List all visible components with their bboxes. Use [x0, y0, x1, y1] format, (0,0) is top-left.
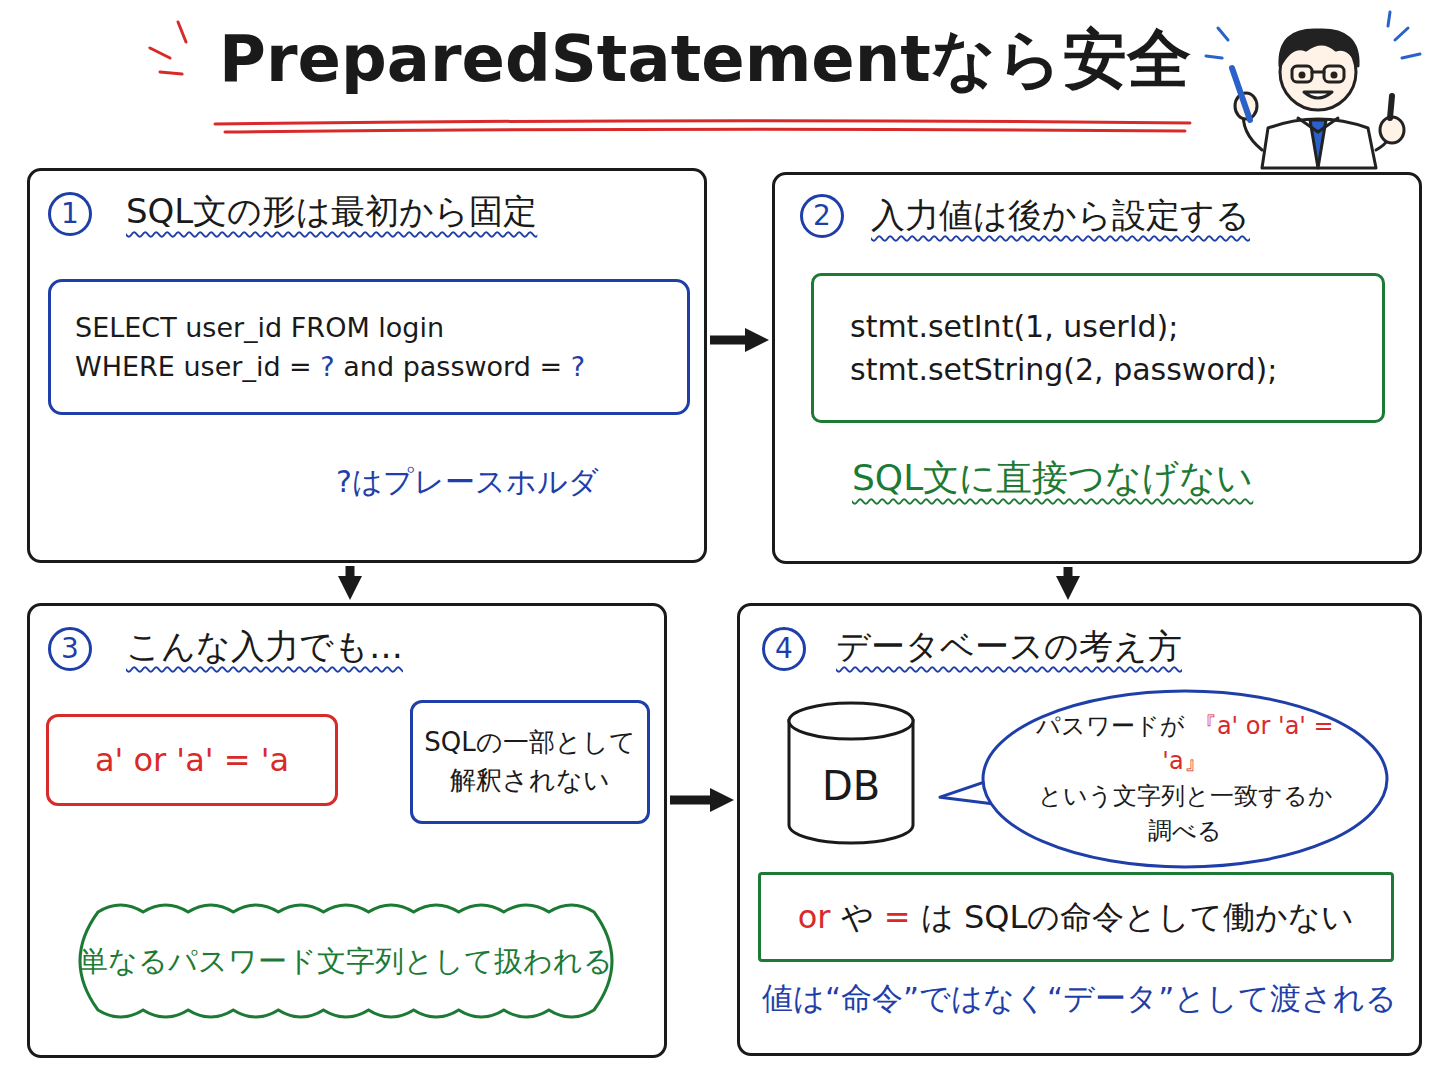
step-panel: SQL文の形は最初から固定 SELECT user_id FROM loginWH… [27, 168, 707, 563]
panel-heading: こんな入力でも… [126, 624, 403, 670]
panel-heading: 入力値は後から設定する [871, 193, 1250, 239]
teacher-illustration [1232, 30, 1404, 168]
node-text: stmt.setInt(1, userId); [850, 305, 1178, 349]
step-panel: 入力値は後から設定する stmt.setInt(1, userId);stmt.s… [772, 172, 1422, 564]
code-box: stmt.setInt(1, userId);stmt.setString(2,… [811, 273, 1385, 423]
code-box: SELECT user_id FROM loginWHERE user_id =… [48, 279, 690, 415]
placeholder-note: ?はプレースホルダ [336, 462, 599, 501]
page-title: PreparedStatementなら安全 [200, 18, 1210, 101]
node-text: SQLの一部として 解釈されない [423, 724, 637, 799]
panel-heading: データベースの考え方 [836, 624, 1182, 670]
rule-box: or や = は SQLの命令として働かない [758, 872, 1394, 962]
node-text: or や = は SQLの命令として働かない [798, 894, 1355, 940]
panel-heading: SQL文の形は最初から固定 [126, 189, 537, 235]
emphasis-ticks [1206, 12, 1420, 58]
node-text: stmt.setString(2, password); [850, 348, 1277, 392]
step-panel: こんな入力でも… a' or 'a' = 'a SQLの一部として 解釈されない単な… [27, 603, 667, 1058]
speech-bubble: パスワードが 『a' or 'a' = 'a』 という文字列と一致するか 調べる [980, 688, 1390, 870]
summary-note: 値は“命令”ではなく“データ”として渡される [762, 978, 1397, 1018]
flow-arrow [710, 336, 745, 345]
input-box: a' or 'a' = 'a [46, 714, 338, 806]
callout-number: 3 [48, 627, 92, 671]
emphasis-ticks [150, 22, 186, 74]
note-box: SQLの一部として 解釈されない [410, 700, 650, 824]
node-text: a' or 'a' = 'a [95, 737, 289, 783]
flow-arrow [670, 796, 710, 805]
flow-arrow [346, 566, 355, 576]
database-cylinder: DB [786, 701, 916, 843]
flow-arrow [1064, 567, 1073, 576]
callout-number: 2 [800, 194, 844, 238]
title-underline [215, 121, 1190, 132]
node-text: DB [822, 757, 880, 815]
node-text: 単なるパスワード文字列として扱われる [79, 940, 613, 982]
result-cloud: 単なるパスワード文字列として扱われる [70, 906, 622, 1016]
node-text: WHERE user_id = ? and password = ? [75, 347, 585, 386]
callout-number: 4 [762, 627, 806, 671]
node-text: SELECT user_id FROM login [75, 308, 444, 347]
node-text: パスワードが 『a' or 'a' = 'a』 という文字列と一致するか 調べる [1020, 709, 1350, 848]
key-point: SQL文に直接つなげない [852, 455, 1253, 502]
callout-number: 1 [48, 192, 92, 236]
